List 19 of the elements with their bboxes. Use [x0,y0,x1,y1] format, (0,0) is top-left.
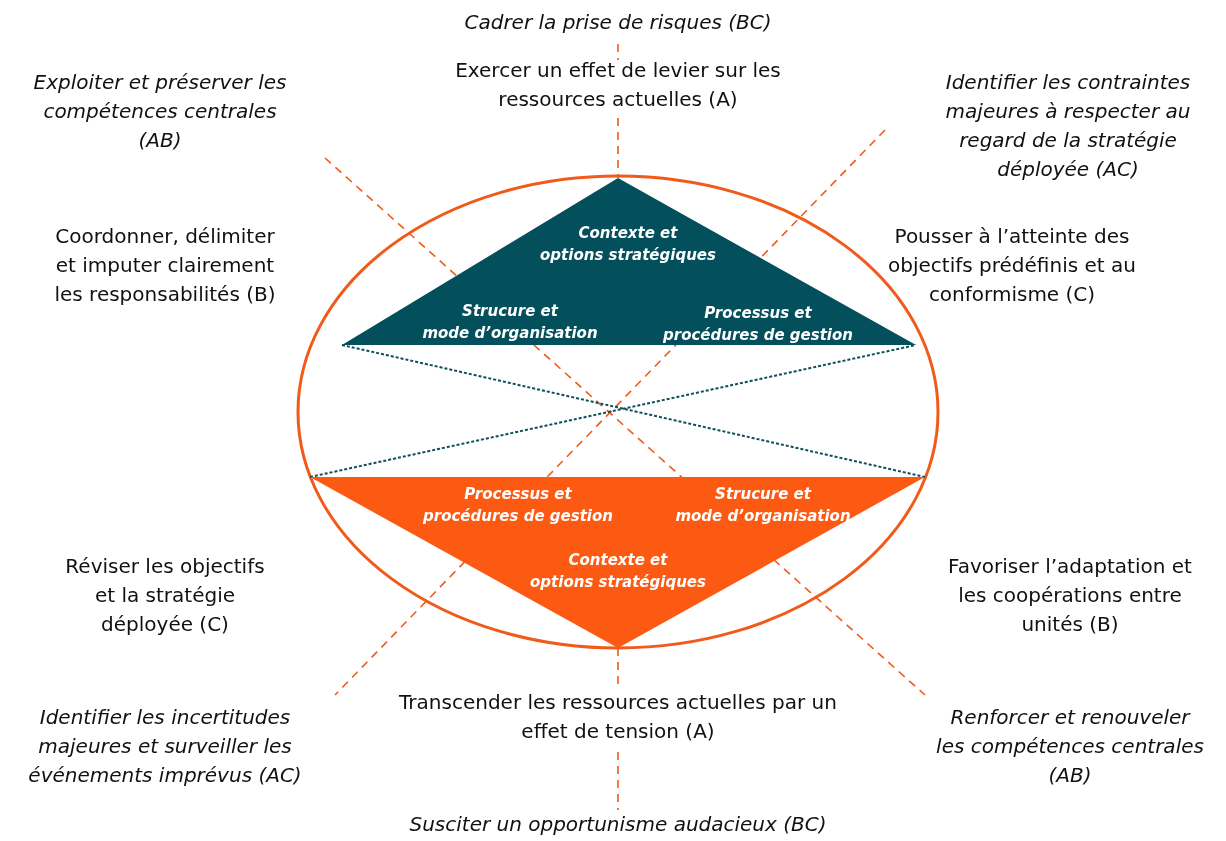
segment-label: Contexte et options stratégiques [539,223,717,266]
segment-label: Contexte et options stratégiques [529,550,707,593]
objective-label: Identifier les incertitudes majeures et surveiller les événements imprévus (AC) [27,704,303,789]
objective-label: Pousser à l’atteinte des objectifs prédéfinis et au conformisme (C) [887,223,1137,308]
objective-label: Identifier les contraintes majeures à respecter au regard de la stratégie déployée (AC) [944,69,1192,183]
objective-label: Favoriser l’adaptation et les coopérations entre unités (B) [947,553,1193,638]
objective-label: Réviser les objectifs et la stratégie déployée (C) [64,553,266,638]
segment-label: Processus et procédures de gestion [662,303,854,346]
segment-label: Processus et procédures de gestion [422,484,614,527]
objective-label: Transcender les ressources actuelles par un effet de tension (A) [398,689,838,745]
objective-label: Susciter un opportunisme audacieux (BC) [408,811,828,838]
objective-label: Exploiter et préserver les compétences centrales (AB) [32,69,288,154]
segment-label: Strucure et mode d’organisation [674,484,852,527]
objective-label: Renforcer et renouveler les compétences centrales (AB) [935,704,1205,789]
objective-label: Coordonner, délimiter et imputer clairement les responsabilités (B) [53,223,277,308]
triangle-panel [310,477,925,648]
segment-label: Strucure et mode d’organisation [421,301,599,344]
objective-label: Cadrer la prise de risques (BC) [463,9,773,36]
objective-label: Exercer un effet de levier sur les ressources actuelles (A) [454,57,782,113]
